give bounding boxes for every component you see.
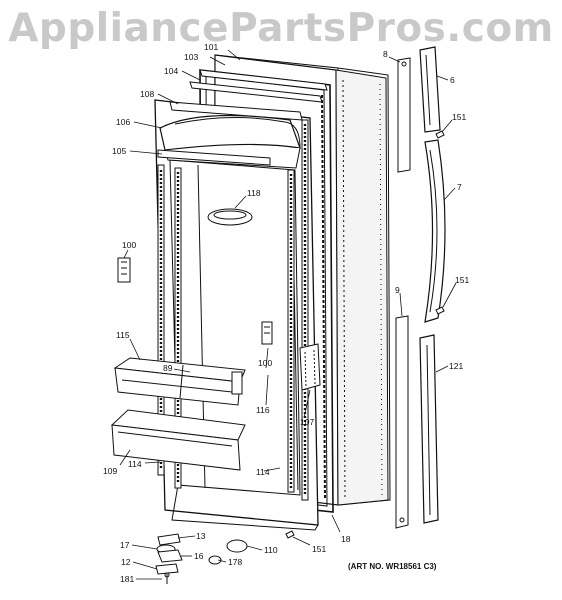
callout-108: 108 bbox=[140, 89, 154, 99]
screw-151-mid bbox=[435, 306, 445, 315]
hinge-parts bbox=[155, 533, 248, 584]
callout-118: 118 bbox=[247, 188, 261, 198]
callout-101: 101 bbox=[204, 42, 218, 52]
callout-107: 107 bbox=[300, 417, 314, 427]
handle-cover-6 bbox=[419, 46, 441, 133]
handle-trim-9 bbox=[395, 315, 409, 529]
callout-8: 8 bbox=[383, 49, 388, 59]
door-handle-7 bbox=[424, 139, 446, 323]
shelf-bracket-left bbox=[117, 257, 131, 283]
callout-116: 116 bbox=[256, 405, 270, 415]
callout-181: 181 bbox=[120, 574, 134, 584]
screw-151-bottom bbox=[285, 530, 295, 539]
callout-13: 13 bbox=[196, 531, 206, 541]
callout-109: 109 bbox=[103, 466, 117, 476]
callout-105: 105 bbox=[112, 146, 126, 156]
door-trim-105 bbox=[157, 149, 271, 166]
callout-151-top: 151 bbox=[452, 112, 466, 122]
callout-114-left: 114 bbox=[128, 459, 142, 469]
handle-trim-8 bbox=[397, 57, 411, 173]
callout-16: 16 bbox=[194, 551, 204, 561]
shelf-bracket-right bbox=[261, 321, 273, 345]
callout-115: 115 bbox=[116, 330, 130, 340]
callout-103: 103 bbox=[184, 52, 198, 62]
watermark-logo: AppliancePartsPros.com bbox=[8, 6, 554, 51]
callout-labels: 101 103 104 108 106 105 118 100 115 89 1… bbox=[103, 42, 469, 584]
callout-178: 178 bbox=[228, 557, 242, 567]
callout-9: 9 bbox=[395, 285, 400, 295]
callout-104: 104 bbox=[164, 66, 178, 76]
callout-121: 121 bbox=[449, 361, 463, 371]
screw-151-top bbox=[435, 130, 445, 139]
callout-12: 12 bbox=[121, 557, 131, 567]
shelf-rails bbox=[157, 119, 309, 501]
handle-cap-121 bbox=[419, 334, 439, 524]
door-bin-109 bbox=[110, 409, 246, 471]
door-trim-103 bbox=[199, 69, 328, 91]
art-number: (ART NO. WR18561 C3) bbox=[348, 562, 437, 571]
callout-7: 7 bbox=[457, 182, 462, 192]
callout-151-mid: 151 bbox=[455, 275, 469, 285]
callout-106: 106 bbox=[116, 117, 130, 127]
callout-17: 17 bbox=[120, 540, 130, 550]
door-trim-108 bbox=[169, 101, 303, 121]
leader-lines bbox=[119, 49, 457, 580]
callout-6: 6 bbox=[450, 75, 455, 85]
callout-100-right: 100 bbox=[258, 358, 272, 368]
door-trim-104 bbox=[189, 81, 323, 103]
mullion-107 bbox=[299, 343, 321, 391]
callout-100-left: 100 bbox=[122, 240, 136, 250]
callout-114-right: 114 bbox=[256, 467, 270, 477]
callout-151-bottom: 151 bbox=[312, 544, 326, 554]
callout-18: 18 bbox=[341, 534, 351, 544]
callout-89: 89 bbox=[163, 363, 173, 373]
callout-110: 110 bbox=[264, 545, 278, 555]
